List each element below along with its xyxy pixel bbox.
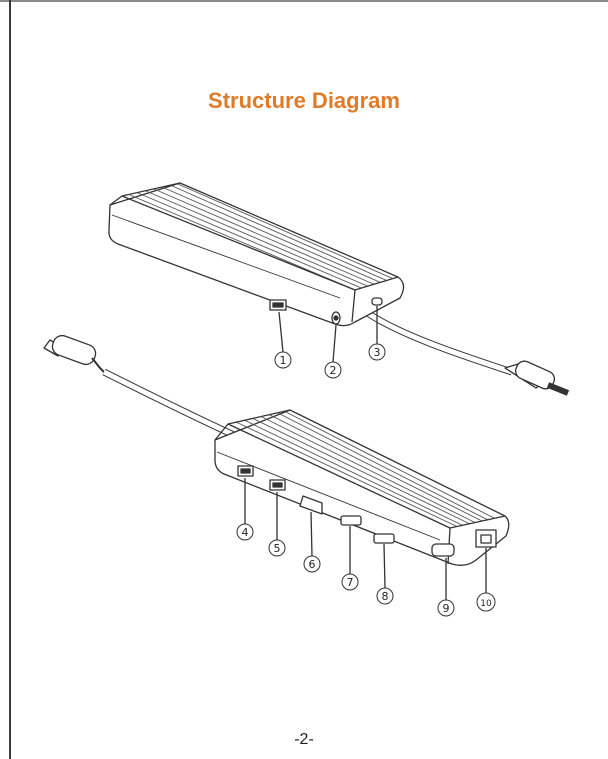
svg-text:2: 2 [330, 364, 337, 377]
svg-text:6: 6 [309, 558, 316, 571]
hub-bottom-view [43, 334, 510, 600]
port-hdmi-7 [340, 515, 362, 526]
svg-text:9: 9 [443, 602, 450, 615]
svg-text:8: 8 [382, 590, 389, 603]
callout-4: 4 [236, 523, 254, 541]
svg-text:5: 5 [274, 542, 281, 555]
svg-text:1: 1 [280, 354, 287, 367]
callout-9: 9 [437, 599, 455, 617]
svg-text:10: 10 [480, 599, 492, 609]
port-hdmi-8 [373, 533, 395, 544]
callout-7: 7 [341, 573, 359, 591]
callout-3: 3 [368, 343, 386, 361]
page-top-border [0, 0, 608, 2]
port-displayport [299, 495, 323, 515]
page-title: Structure Diagram [208, 88, 400, 113]
usb-c-plug-upper [504, 360, 570, 396]
callout-8: 8 [376, 587, 394, 605]
callout-6: 6 [303, 555, 321, 573]
port-usb-c-data [431, 543, 455, 557]
usb-c-plug-lower [43, 334, 111, 379]
callout-2: 2 [324, 361, 342, 379]
page-number: -2- [294, 731, 314, 748]
svg-text:4: 4 [242, 526, 249, 539]
svg-text:7: 7 [347, 576, 354, 589]
port-usb-c-pd [371, 297, 383, 306]
callout-10: 10 [476, 592, 496, 612]
callouts: 1 2 3 4 5 6 7 8 9 10 [236, 343, 496, 617]
svg-text:3: 3 [374, 346, 381, 359]
callout-5: 5 [268, 539, 286, 557]
page-left-border [9, 0, 11, 759]
hub-top-view [108, 182, 570, 396]
callout-1: 1 [274, 351, 292, 369]
